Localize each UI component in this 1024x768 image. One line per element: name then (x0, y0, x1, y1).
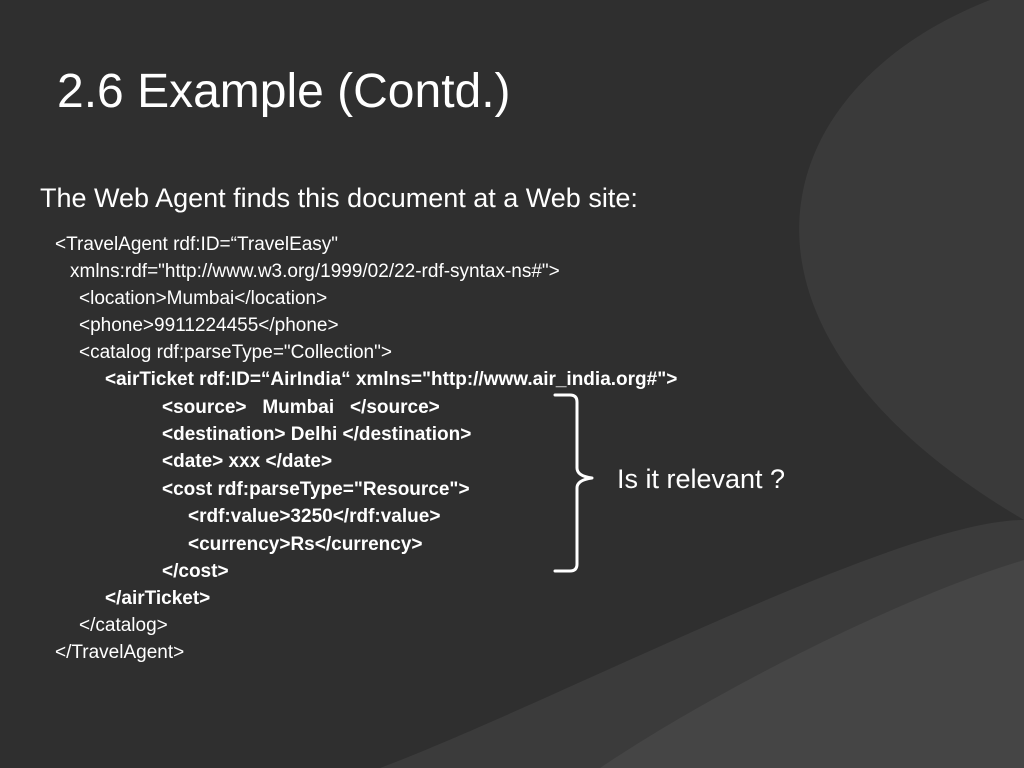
code-line: </catalog> (79, 615, 168, 636)
code-line: <destination> Delhi </destination> (162, 424, 472, 445)
slide-subtitle: The Web Agent finds this document at a W… (40, 183, 638, 213)
code-line: <rdf:value>3250</rdf:value> (188, 506, 441, 527)
code-line: <catalog rdf:parseType="Collection"> (79, 342, 392, 363)
code-line: <TravelAgent rdf:ID=“TravelEasy" (55, 234, 339, 255)
relevance-question: Is it relevant ? (617, 464, 786, 494)
code-line: </TravelAgent> (55, 642, 185, 663)
code-line: <location>Mumbai</location> (79, 288, 328, 309)
code-line: </cost> (162, 561, 229, 582)
code-line: <currency>Rs</currency> (188, 534, 423, 555)
code-line: <cost rdf:parseType="Resource"> (162, 479, 470, 500)
code-line: <source> Mumbai </source> (162, 397, 440, 418)
code-line: <phone>9911224455</phone> (79, 315, 339, 336)
code-line: </airTicket> (105, 588, 211, 609)
slide-title: 2.6 Example (Contd.) (57, 65, 511, 118)
code-line: <airTicket rdf:ID=“AirIndia“ xmlns="http… (105, 369, 678, 390)
code-line: <date> xxx </date> (162, 451, 333, 472)
code-line: xmlns:rdf="http://www.w3.org/1999/02/22-… (70, 261, 560, 282)
curly-brace-icon (553, 393, 594, 573)
